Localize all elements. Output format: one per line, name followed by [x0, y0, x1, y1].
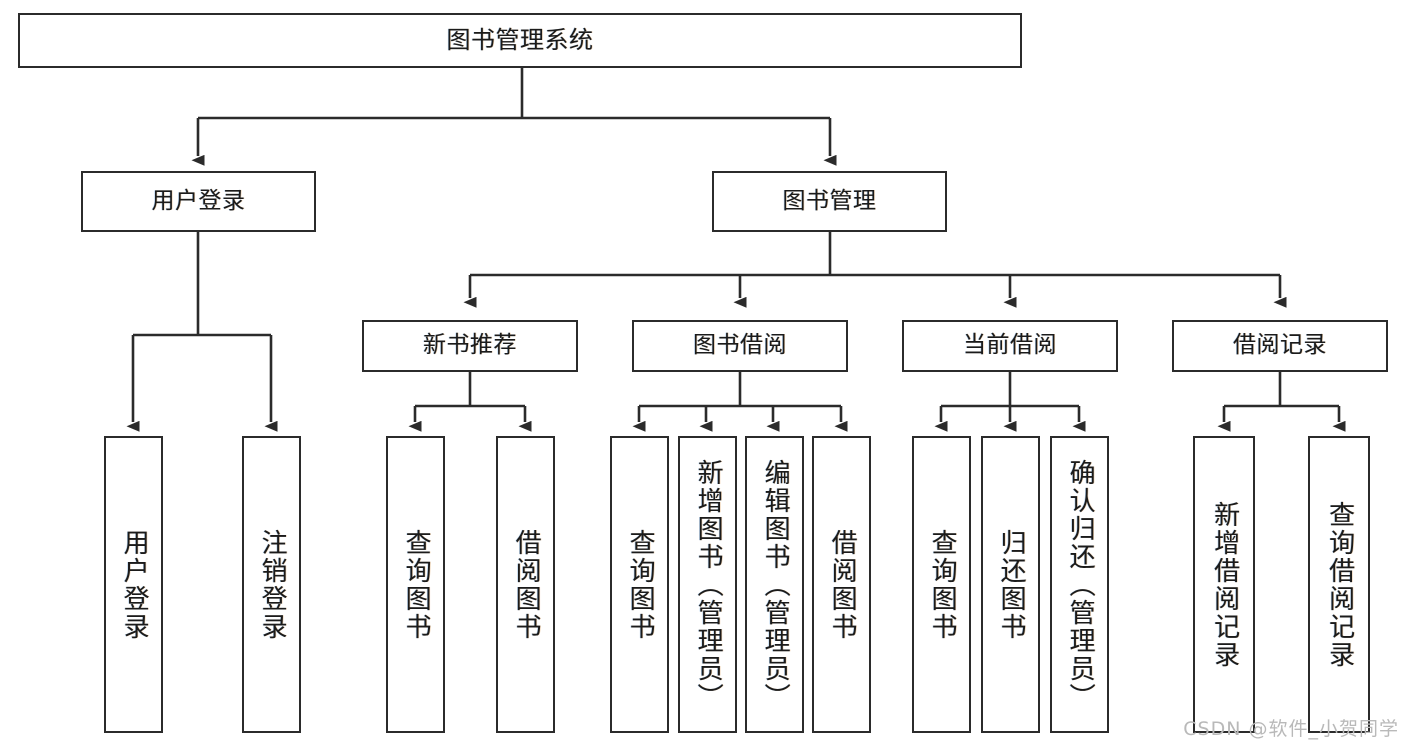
node-book-borrow-label: 图书借阅 [693, 332, 787, 359]
leaf-query-book-borrow[interactable]: 查询图书 [610, 436, 669, 733]
leaf-user-login[interactable]: 用户登录 [104, 436, 163, 733]
leaf-return-book[interactable]: 归还图书 [981, 436, 1040, 733]
node-root[interactable]: 图书管理系统 [18, 13, 1022, 68]
leaf-logout[interactable]: 注销登录 [242, 436, 301, 733]
leaf-borrow-book-new[interactable]: 借阅图书 [496, 436, 555, 733]
leaf-add-book-admin-label: 新增图书（管理员） [693, 458, 724, 711]
leaf-query-book-borrow-label: 查询图书 [625, 528, 656, 641]
leaf-query-book-new[interactable]: 查询图书 [386, 436, 445, 733]
node-book-manage[interactable]: 图书管理 [712, 171, 947, 232]
leaf-logout-label: 注销登录 [257, 528, 288, 641]
leaf-user-login-label: 用户登录 [119, 528, 150, 641]
node-borrow-record[interactable]: 借阅记录 [1172, 320, 1388, 372]
leaf-confirm-return-admin[interactable]: 确认归还（管理员） [1050, 436, 1109, 733]
leaf-borrow-book-label: 借阅图书 [827, 528, 858, 641]
leaf-add-book-admin[interactable]: 新增图书（管理员） [678, 436, 737, 733]
leaf-edit-book-admin-label: 编辑图书（管理员） [760, 458, 791, 711]
node-new-book-recommend[interactable]: 新书推荐 [362, 320, 578, 372]
node-root-label: 图书管理系统 [446, 26, 594, 55]
leaf-borrow-book-new-label: 借阅图书 [511, 528, 542, 641]
leaf-query-book-current[interactable]: 查询图书 [912, 436, 971, 733]
leaf-edit-book-admin[interactable]: 编辑图书（管理员） [745, 436, 804, 733]
leaf-add-borrow-record-label: 新增借阅记录 [1209, 500, 1240, 669]
leaf-query-book-current-label: 查询图书 [927, 528, 958, 641]
node-new-book-recommend-label: 新书推荐 [423, 332, 517, 359]
leaf-query-book-new-label: 查询图书 [401, 528, 432, 641]
leaf-query-borrow-record[interactable]: 查询借阅记录 [1308, 436, 1370, 733]
node-current-borrow-label: 当前借阅 [963, 332, 1057, 359]
node-book-borrow[interactable]: 图书借阅 [632, 320, 848, 372]
node-book-manage-label: 图书管理 [782, 187, 877, 214]
node-borrow-record-label: 借阅记录 [1233, 332, 1327, 359]
leaf-return-book-label: 归还图书 [996, 528, 1027, 641]
csdn-watermark: CSDN @软件_小贺同学 [1183, 718, 1399, 740]
leaf-borrow-book[interactable]: 借阅图书 [812, 436, 871, 733]
node-user-login-label: 用户登录 [151, 187, 246, 214]
leaf-confirm-return-admin-label: 确认归还（管理员） [1065, 458, 1096, 711]
node-current-borrow[interactable]: 当前借阅 [902, 320, 1118, 372]
node-user-login[interactable]: 用户登录 [81, 171, 316, 232]
leaf-add-borrow-record[interactable]: 新增借阅记录 [1193, 436, 1255, 733]
leaf-query-borrow-record-label: 查询借阅记录 [1324, 500, 1355, 669]
